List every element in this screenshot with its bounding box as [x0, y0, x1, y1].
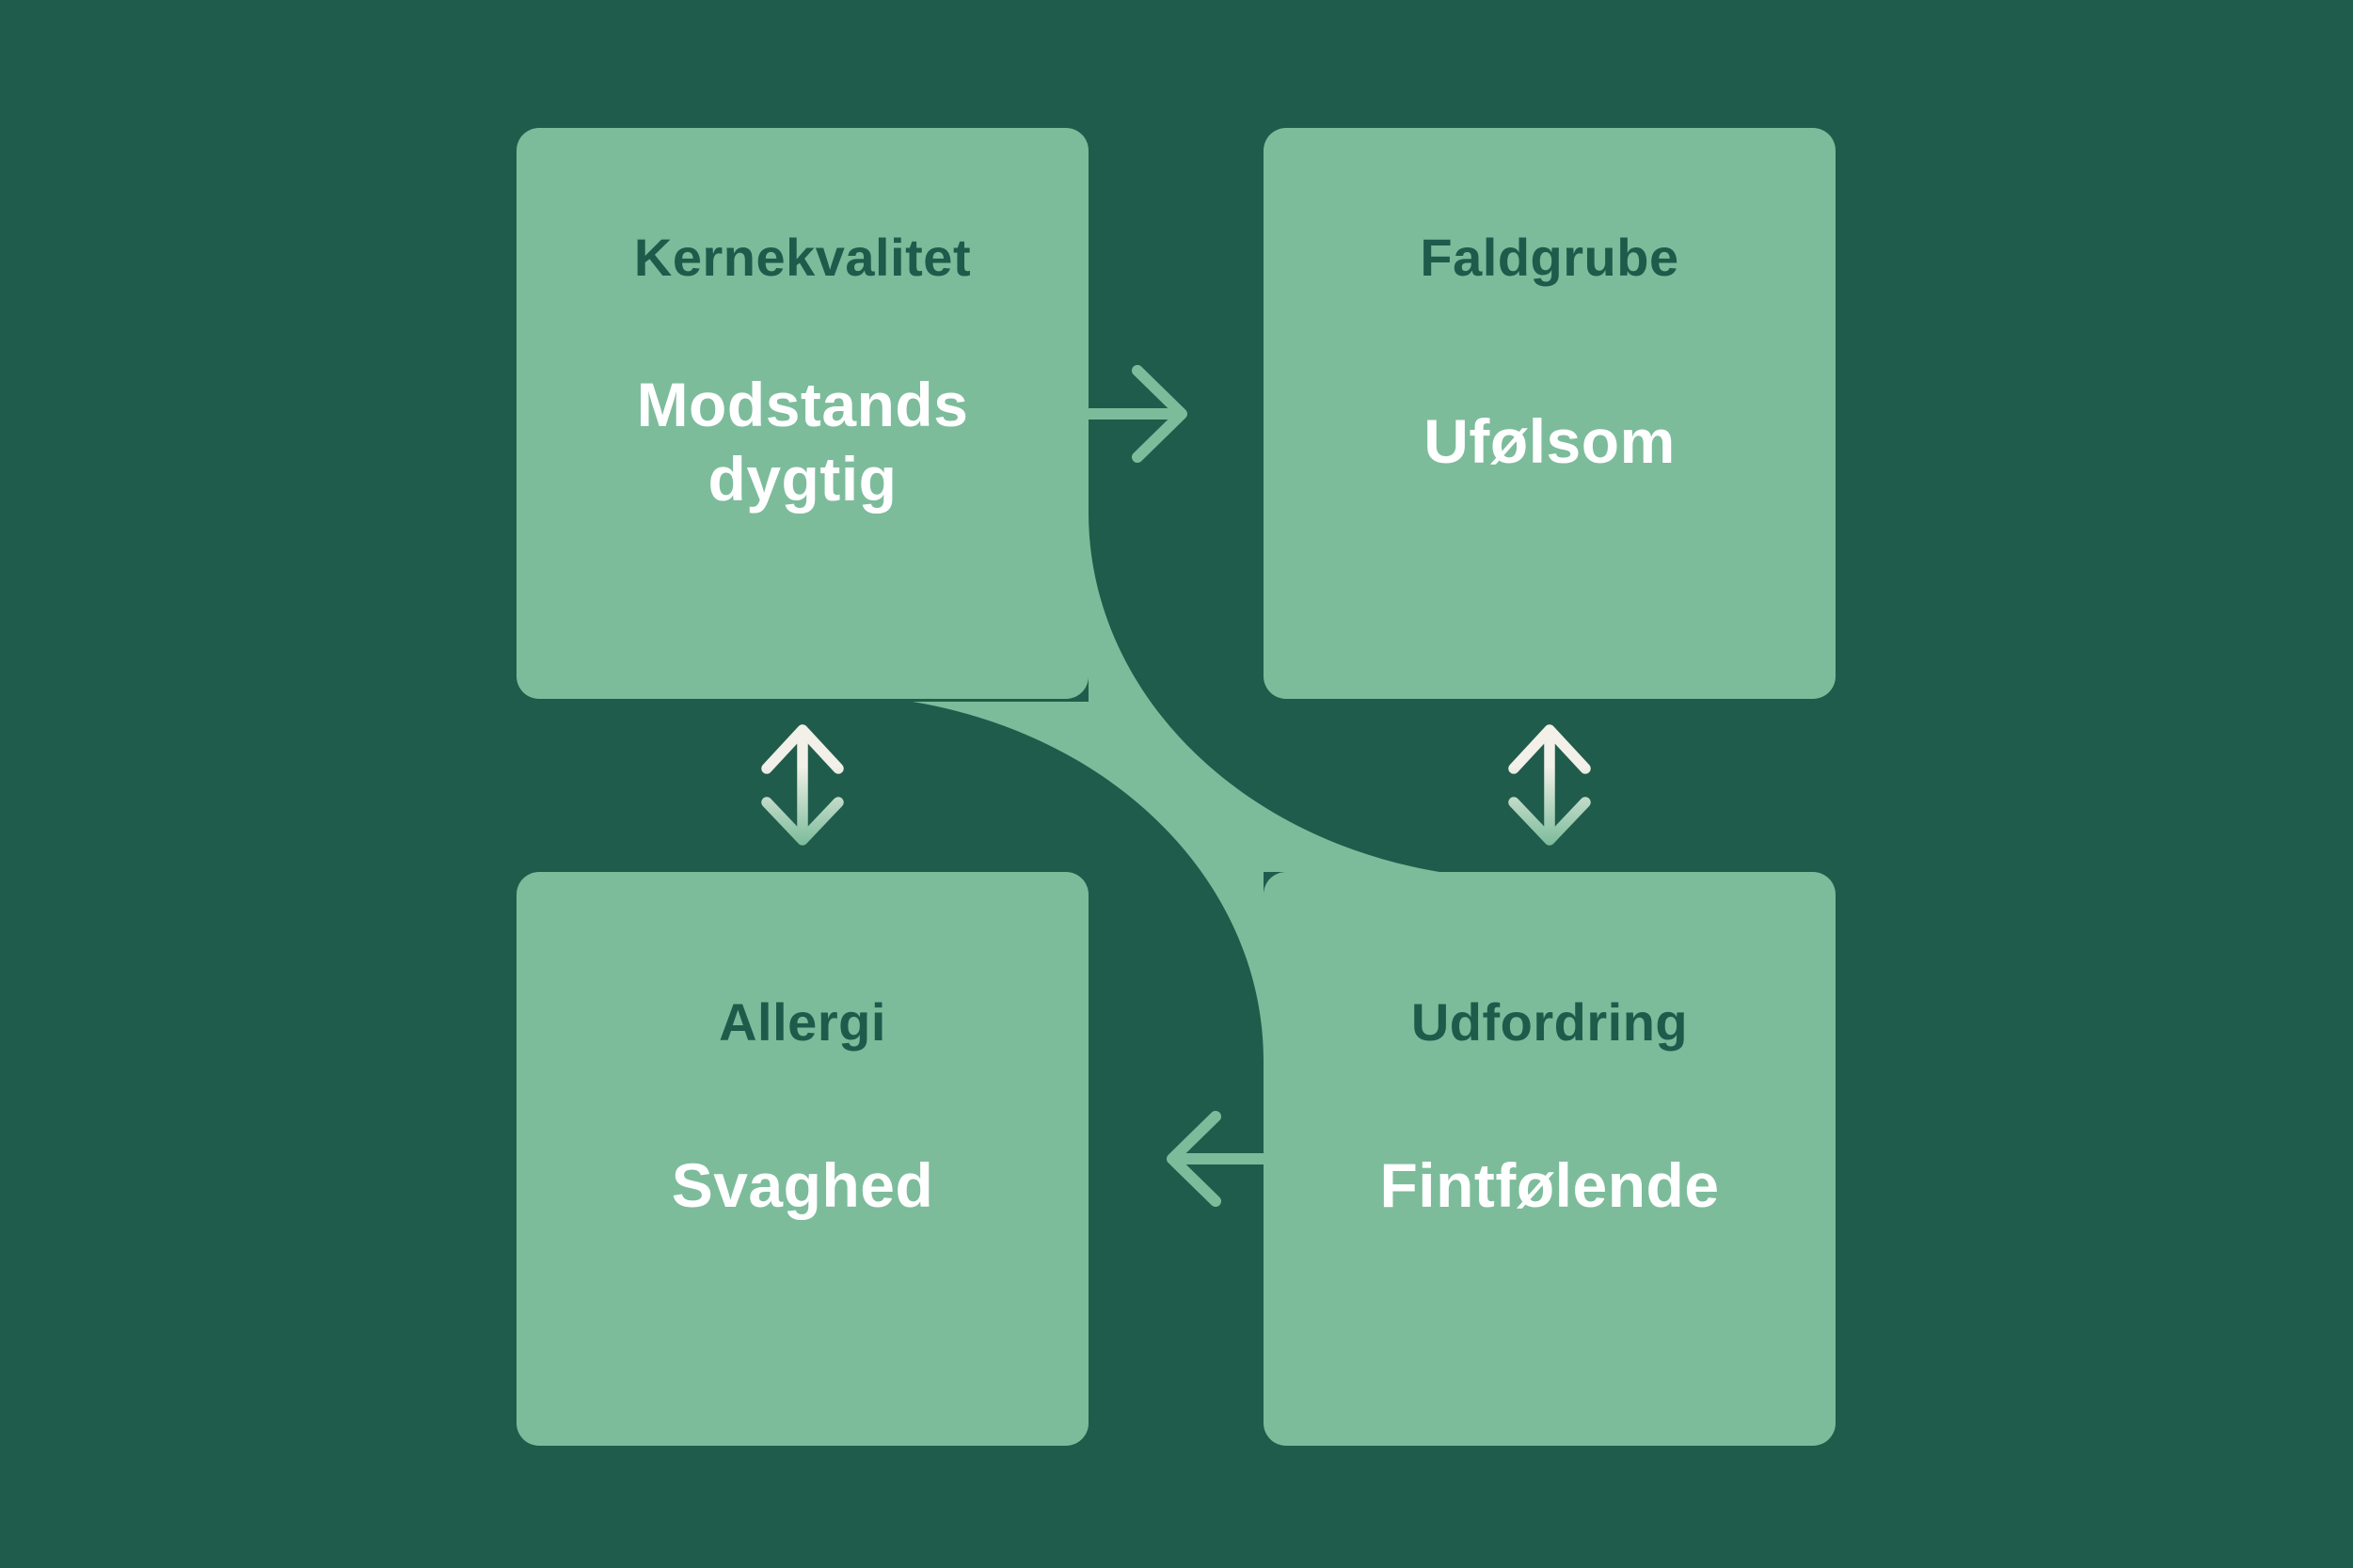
- left-arrow-icon: [1167, 1111, 1268, 1207]
- quadrant-bottom-left: Allergi Svaghed: [517, 872, 1089, 1446]
- quadrant-top-left-label: Kernekvalitet: [633, 228, 972, 287]
- quadrant-bottom-right: Udfordring Fintfølende: [1264, 872, 1836, 1446]
- vertical-double-arrow-left-icon: [761, 724, 844, 846]
- quadrant-bottom-right-label: Udfordring: [1410, 992, 1689, 1052]
- quadrant-bottom-left-value: Svaghed: [671, 1150, 934, 1221]
- quadrant-top-right: Faldgrube Ufølsom: [1264, 128, 1836, 699]
- quadrant-top-right-value: Ufølsom: [1423, 406, 1676, 477]
- quadrant-bottom-right-value: Fintfølende: [1379, 1150, 1720, 1221]
- s-curve-connector-band: [913, 513, 1439, 1061]
- quadrant-top-left: Kernekvalitet Modstands dygtig: [517, 128, 1089, 699]
- quadrant-bottom-left-label: Allergi: [719, 992, 886, 1052]
- vertical-double-arrow-right-icon: [1508, 724, 1591, 846]
- quadrant-top-left-value-line1: Modstands: [636, 369, 969, 439]
- quadrant-top-right-label: Faldgrube: [1420, 228, 1679, 287]
- quadrant-top-left-value: Modstands dygtig: [517, 367, 1089, 517]
- quadrant-top-left-value-line2: dygtig: [707, 444, 898, 514]
- right-arrow-icon: [1083, 365, 1187, 463]
